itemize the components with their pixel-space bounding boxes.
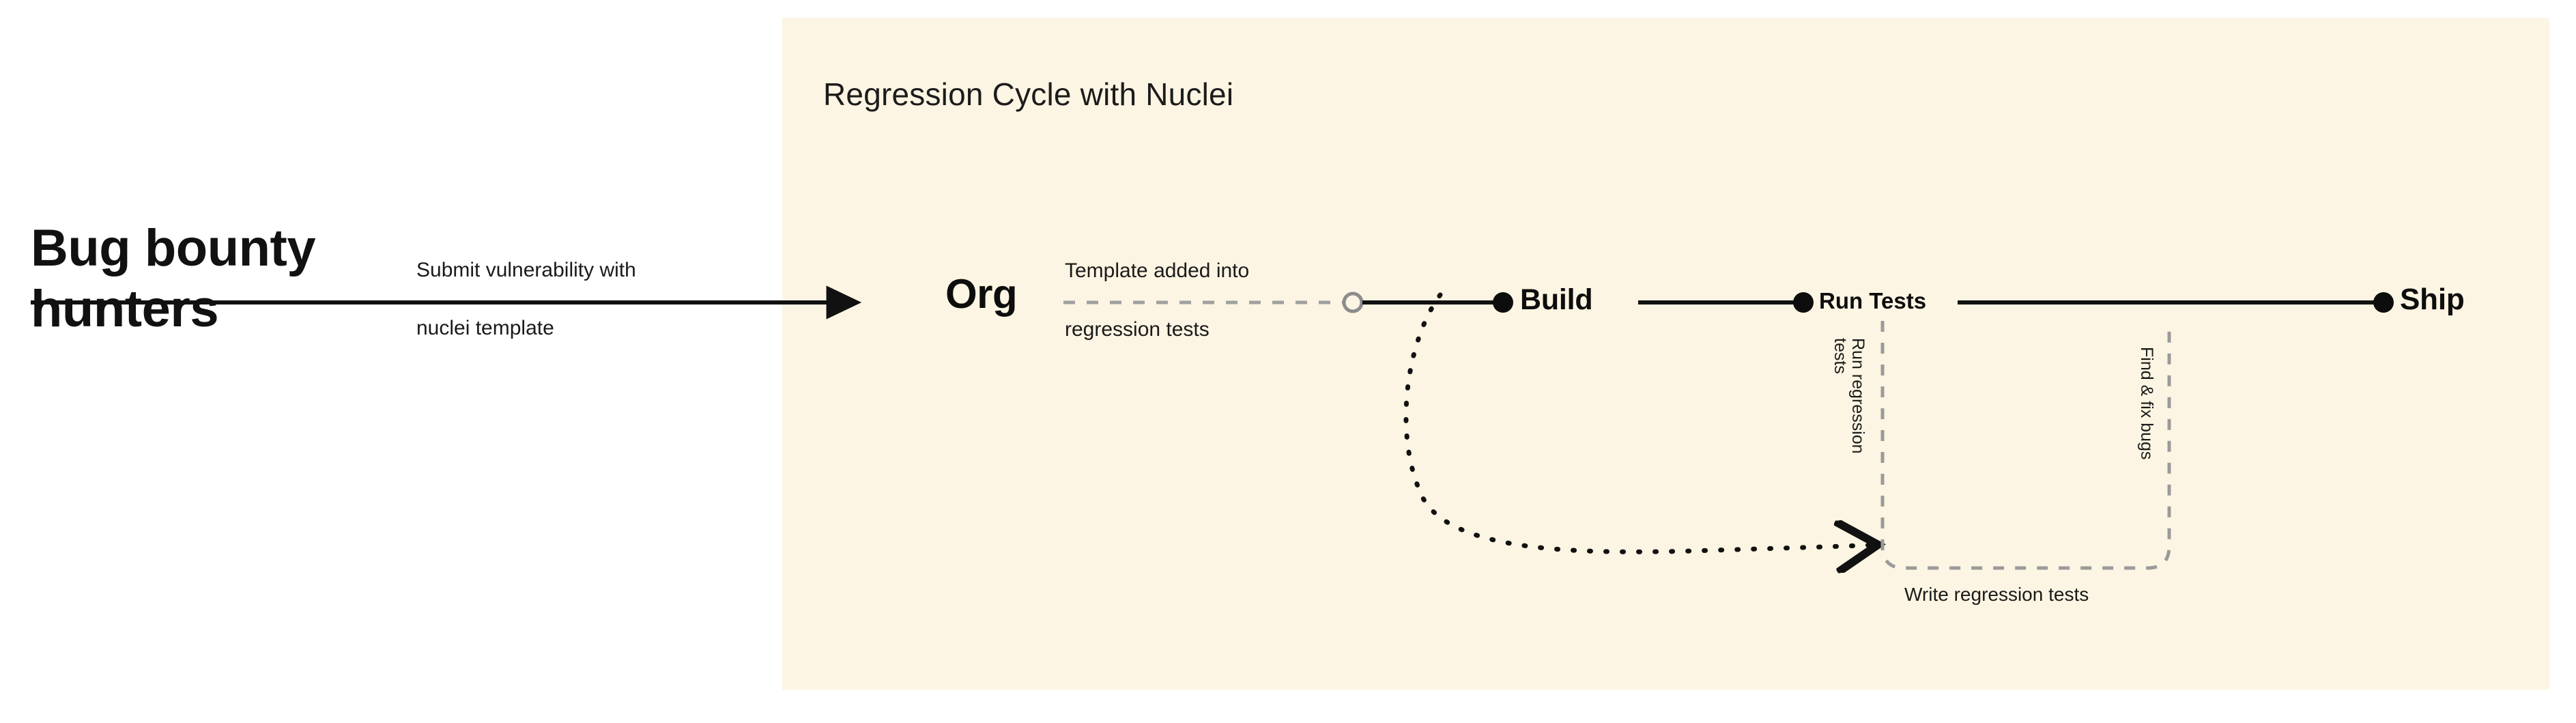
bracket-label-write-regression-tests: Write regression tests — [1904, 584, 2089, 605]
vertical-label-run-regression-tests-line2: tests — [1830, 338, 1850, 374]
vertical-label-find-and-fix-bugs: Find & fix bugs — [2137, 347, 2156, 460]
node-label-run-tests[interactable]: Run Tests — [1819, 288, 1927, 313]
vertical-label-run-regression-tests: Run regression tests — [1831, 338, 1867, 454]
regression-cycle-panel: Regression Cycle with Nuclei — [782, 18, 2549, 690]
node-label-build[interactable]: Build — [1520, 283, 1593, 316]
node-label-org[interactable]: Org — [945, 271, 1018, 317]
edge-label-template-line1: Template added into — [1065, 259, 1250, 282]
edge-label-template-line2: regression tests — [1065, 318, 1210, 341]
vertical-label-run-regression-tests-line1: Run regression — [1848, 338, 1867, 454]
edge-label-submit-line2: nuclei template — [416, 317, 554, 339]
node-label-ship[interactable]: Ship — [2400, 283, 2465, 316]
panel-title: Regression Cycle with Nuclei — [823, 76, 1234, 112]
actor-label-bug-bounty-hunters: Bug bounty hunters — [31, 219, 316, 338]
edge-label-submit-line1: Submit vulnerability with — [416, 259, 636, 281]
